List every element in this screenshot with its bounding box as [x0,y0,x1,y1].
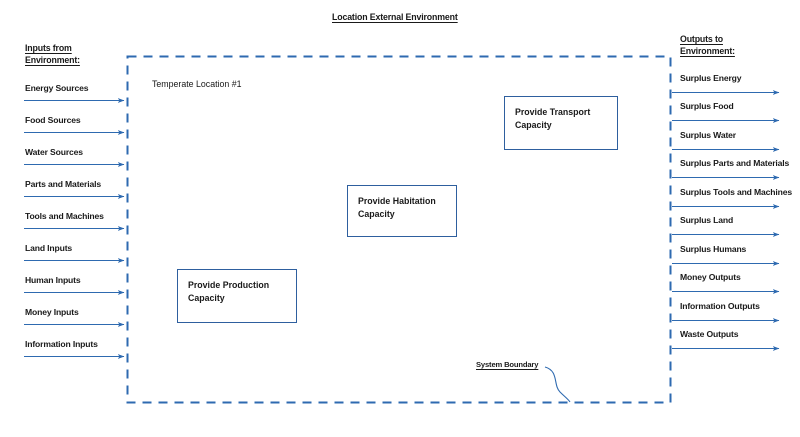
outputs-heading-line2: Environment: [680,46,735,56]
input-label-information-inputs: Information Inputs [25,339,98,349]
process-box-provide-habitation-capacity[interactable]: Provide Habitation Capacity [347,185,457,237]
inputs-heading: Inputs from Environment: [25,42,80,66]
output-label-surplus-tools-and-machines: Surplus Tools and Machines [680,187,792,197]
input-label-tools-and-machines: Tools and Machines [25,211,104,221]
output-label-surplus-food: Surplus Food [680,101,734,111]
input-label-land-inputs: Land Inputs [25,243,73,253]
outputs-heading-line1: Outputs to [680,34,723,44]
inputs-heading-line2: Environment: [25,55,80,65]
input-label-parts-and-materials: Parts and Materials [25,179,101,189]
output-arrow-group [672,90,780,351]
input-label-water-sources: Water Sources [25,147,83,157]
process-box-label: Provide Production Capacity [188,280,270,303]
output-label-waste-outputs: Waste Outputs [680,329,739,339]
process-box-provide-transport-capacity[interactable]: Provide Transport Capacity [504,96,618,150]
input-label-human-inputs: Human Inputs [25,275,81,285]
outputs-heading: Outputs to Environment: [680,33,735,57]
output-label-information-outputs: Information Outputs [680,301,760,311]
output-label-surplus-parts-and-materials: Surplus Parts and Materials [680,158,790,168]
output-label-surplus-land: Surplus Land [680,215,734,225]
input-label-money-inputs: Money Inputs [25,307,79,317]
process-box-label: Provide Transport Capacity [515,107,591,130]
system-boundary-rect [126,55,672,404]
input-label-energy-sources: Energy Sources [25,83,89,93]
output-label-surplus-humans: Surplus Humans [680,244,747,254]
system-boundary-leader-line [544,366,571,403]
output-label-surplus-water: Surplus Water [680,130,736,140]
output-label-surplus-energy: Surplus Energy [680,73,742,83]
inputs-heading-line1: Inputs from [25,43,72,53]
output-label-money-outputs: Money Outputs [680,272,741,282]
process-box-label: Provide Habitation Capacity [358,196,436,219]
input-arrow-group [24,98,125,359]
page-title: Location External Environment [332,12,458,22]
location-name-label: Temperate Location #1 [152,79,242,89]
input-label-food-sources: Food Sources [25,115,81,125]
system-boundary-label: System Boundary [476,360,539,369]
process-box-provide-production-capacity[interactable]: Provide Production Capacity [177,269,297,323]
